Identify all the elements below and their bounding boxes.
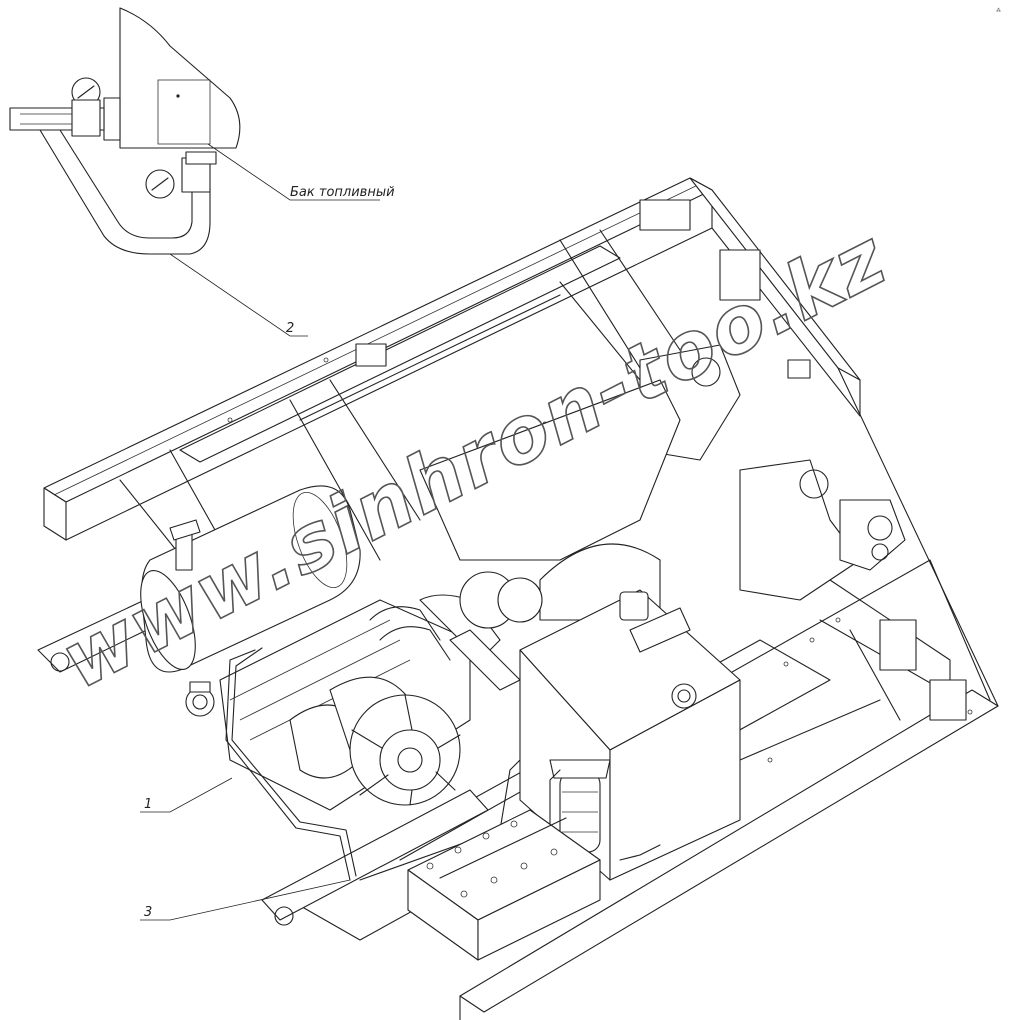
- inset-detail: [9, 7, 241, 255]
- engine: [185, 571, 543, 881]
- leader-callout-1: [140, 777, 233, 813]
- leader-callout-2: [169, 253, 308, 337]
- callout-1: 1: [144, 797, 152, 812]
- inset-label-fuel-tank: Бак топливный: [290, 185, 395, 200]
- corner-mark: ⁂: [996, 7, 1001, 14]
- leader-inset-label: [207, 143, 380, 201]
- muffler: [140, 485, 361, 673]
- batteries: [407, 809, 601, 961]
- fuel-tank: [359, 589, 741, 881]
- callout-2: 2: [286, 321, 294, 336]
- callout-3: 3: [144, 905, 152, 920]
- leader-callout-3: [140, 879, 351, 921]
